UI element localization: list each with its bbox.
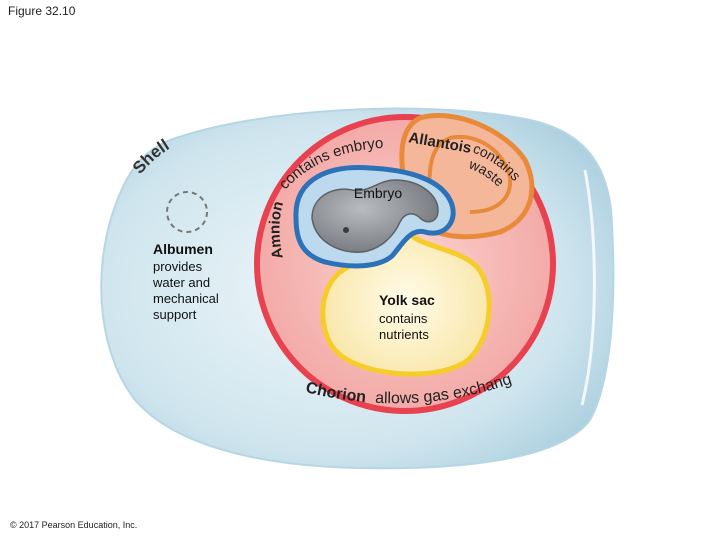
yolk-desc-1: contains — [379, 311, 428, 326]
albumen-desc-4: support — [153, 307, 197, 322]
yolk-sac-label: Yolk sac — [379, 292, 435, 308]
embryo — [311, 179, 439, 253]
figure-title: Figure 32.10 — [8, 4, 76, 18]
amnion-label: Amnion — [266, 199, 287, 260]
albumen-desc-1: provides — [153, 259, 203, 274]
albumen-desc-3: mechanical — [153, 291, 219, 306]
shell-inner-edge — [580, 169, 596, 406]
allantois-inner — [427, 134, 513, 214]
embryo-label: Embryo — [354, 185, 402, 201]
copyright-notice: © 2017 Pearson Education, Inc. — [10, 520, 138, 530]
embryo-eye — [343, 227, 349, 233]
yolk-desc-2: nutrients — [379, 327, 429, 342]
albumen-label: Albumen — [153, 241, 213, 257]
air-cell — [166, 191, 208, 233]
albumen-desc-2: water and — [152, 275, 210, 290]
